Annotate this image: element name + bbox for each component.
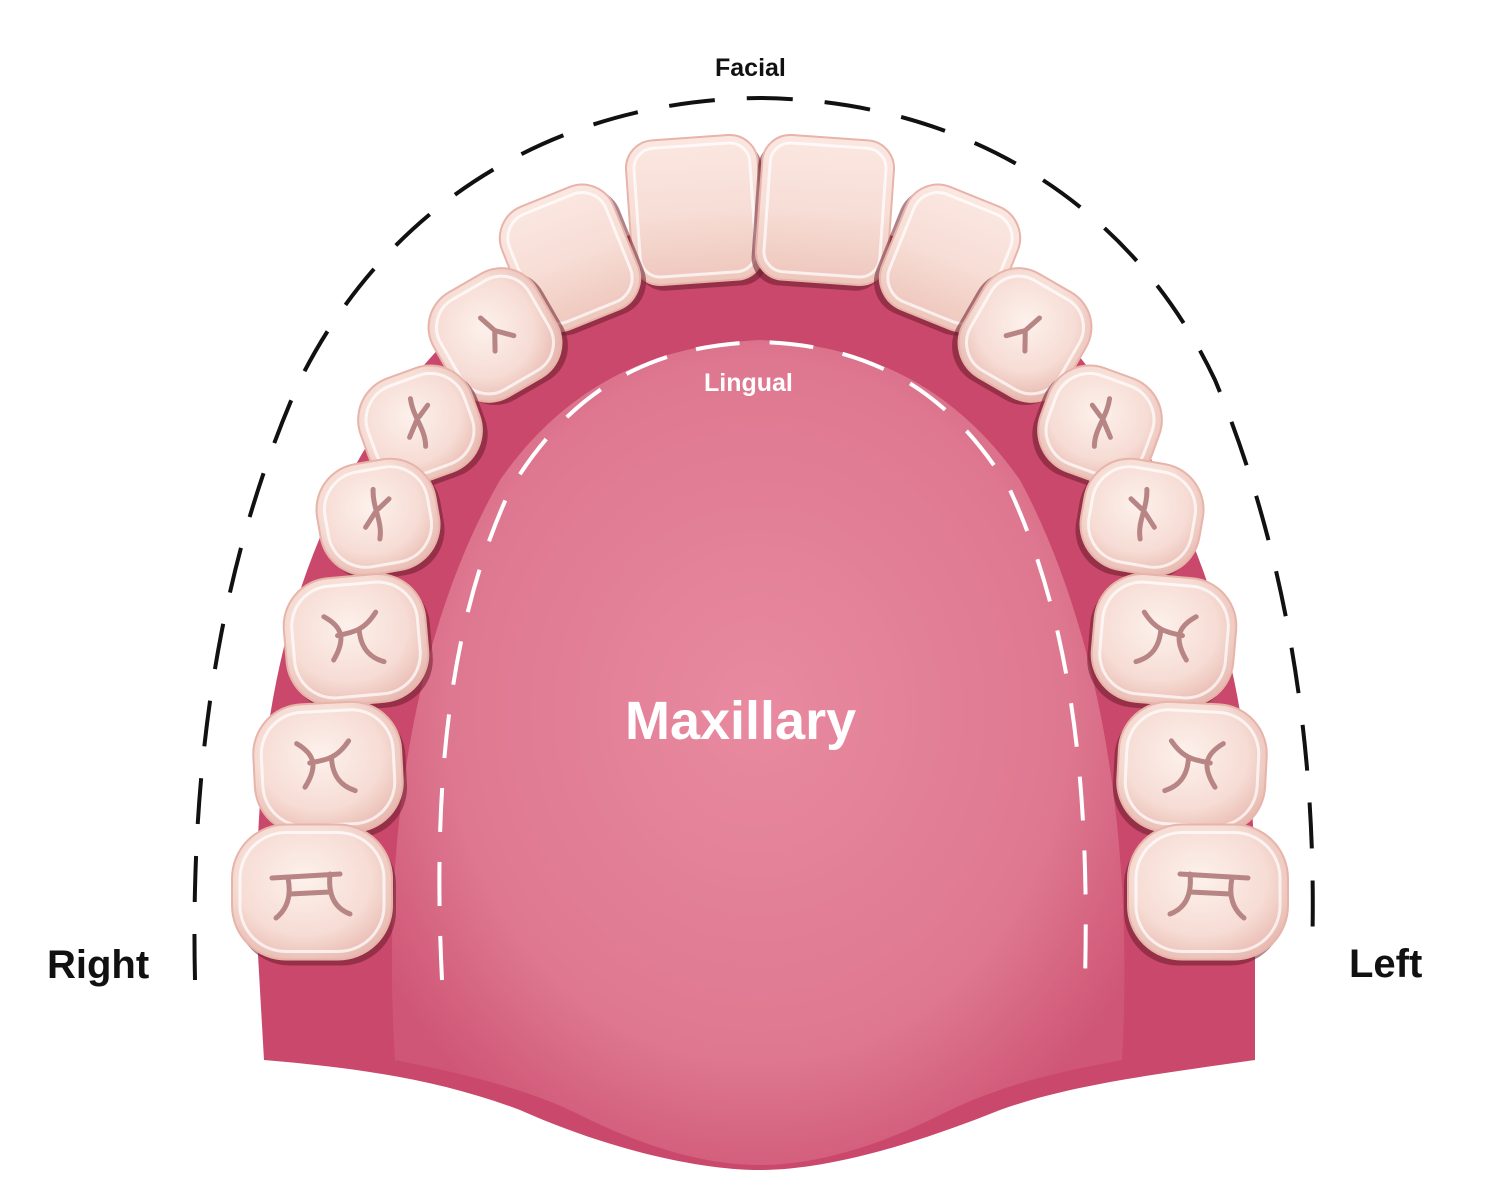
right-third-molar-tooth — [231, 823, 396, 966]
left-third-molar-tooth — [1124, 823, 1289, 966]
facial-label: Facial — [715, 54, 786, 82]
maxillary-label: Maxillary — [625, 691, 857, 751]
right-central-incisor-tooth — [624, 133, 769, 291]
left-canine-tooth — [952, 267, 1093, 406]
palate — [391, 340, 1125, 1165]
left-side-label: Left — [1349, 942, 1423, 986]
lingual-boundary-line — [437, 339, 1088, 981]
teeth — [231, 133, 1289, 966]
right-second-molar-tooth — [252, 700, 408, 841]
left-second-premolar-tooth — [1075, 457, 1205, 581]
right-side-label: Right — [47, 943, 150, 987]
left-central-incisor-tooth — [751, 133, 896, 291]
left-second-molar-tooth — [1112, 700, 1268, 841]
right-second-premolar-tooth — [315, 457, 445, 581]
lingual-label: Lingual — [704, 369, 793, 397]
right-first-molar-tooth — [282, 573, 433, 712]
left-first-molar-tooth — [1087, 573, 1238, 712]
right-canine-tooth — [427, 267, 568, 406]
facial-boundary-line — [192, 95, 1315, 981]
